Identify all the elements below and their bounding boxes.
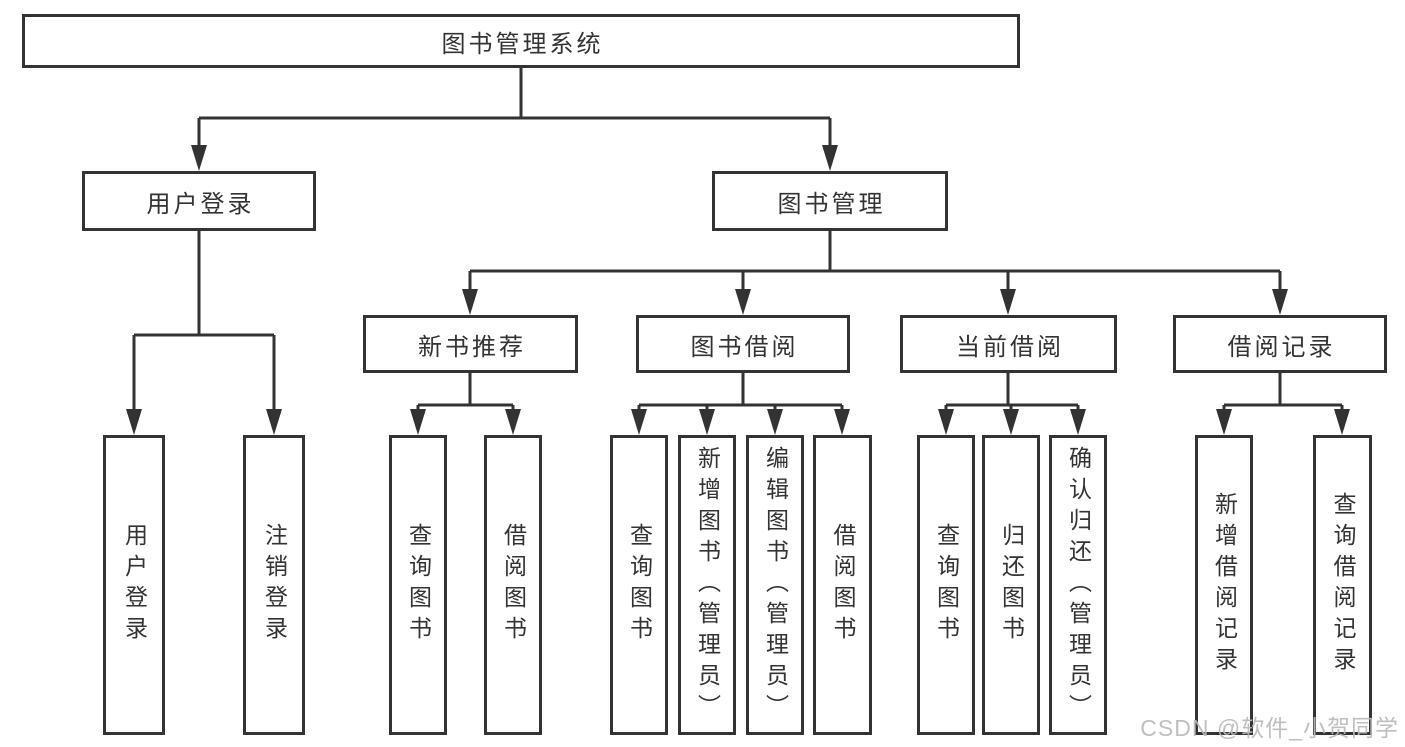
arrowheads — [126, 145, 1350, 435]
node-user-login: 用户登录 — [82, 171, 316, 231]
leaf-label: 注销登录 — [261, 523, 288, 647]
node-library-management-system: 图书管理系统 — [22, 14, 1020, 68]
node-label: 用户登录 — [146, 190, 255, 218]
leaf-borrow-books-recommend: 借阅图书 — [484, 435, 542, 735]
leaf-edit-books-admin: 编辑图书（管理员） — [746, 435, 804, 735]
leaf-label: 用户登录 — [121, 523, 148, 647]
node-book-borrowing: 图书借阅 — [636, 315, 850, 373]
leaf-return-books: 归还图书 — [982, 435, 1040, 735]
node-label: 当前借阅 — [956, 333, 1064, 361]
leaf-confirm-return-admin: 确认归还（管理员） — [1049, 435, 1107, 735]
leaf-borrow-books: 借阅图书 — [813, 435, 872, 735]
leaf-label: 借阅图书 — [500, 523, 527, 647]
leaf-label: 编辑图书（管理员） — [762, 445, 789, 725]
leaf-label: 新增图书（管理员） — [694, 445, 721, 725]
leaf-query-borrow-record: 查询借阅记录 — [1313, 435, 1372, 735]
watermark: CSDN @软件_小贺同学 — [1140, 715, 1399, 741]
leaf-logout: 注销登录 — [243, 435, 305, 735]
leaf-label: 查询图书 — [405, 523, 432, 647]
leaf-query-books-current: 查询图书 — [917, 435, 975, 735]
leaf-add-borrow-record: 新增借阅记录 — [1195, 435, 1253, 735]
leaf-query-books-recommend: 查询图书 — [389, 435, 447, 735]
node-label: 借阅记录 — [1227, 333, 1336, 361]
leaf-label: 查询图书 — [626, 523, 653, 647]
node-borrowing-records: 借阅记录 — [1173, 315, 1387, 373]
node-current-borrowing: 当前借阅 — [900, 315, 1117, 373]
leaf-label: 新增借阅记录 — [1211, 492, 1238, 678]
leaf-add-books-admin: 新增图书（管理员） — [678, 435, 736, 735]
node-label: 新书推荐 — [418, 333, 526, 361]
leaf-label: 查询图书 — [933, 523, 960, 647]
leaf-label: 归还图书 — [998, 523, 1025, 647]
leaf-label: 借阅图书 — [830, 523, 856, 647]
node-label: 图书借阅 — [690, 333, 799, 361]
leaf-label: 确认归还（管理员） — [1065, 445, 1092, 725]
leaf-label: 查询借阅记录 — [1330, 492, 1356, 678]
node-new-book-recommendation: 新书推荐 — [363, 315, 578, 373]
node-book-management: 图书管理 — [712, 171, 948, 231]
leaf-user-login: 用户登录 — [103, 435, 165, 735]
leaf-query-books-borrow: 查询图书 — [610, 435, 668, 735]
node-label: 图书管理 — [777, 190, 886, 218]
node-label: 图书管理系统 — [441, 30, 604, 58]
